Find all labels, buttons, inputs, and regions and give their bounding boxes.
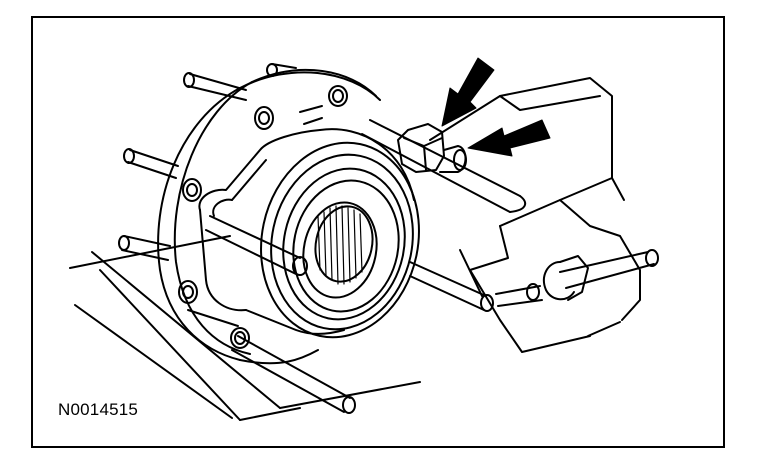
bearing-rings — [260, 141, 420, 339]
front-stud — [205, 215, 308, 276]
bearing-housing — [198, 128, 415, 335]
press-nut — [397, 123, 467, 173]
wheel-studs — [118, 63, 356, 414]
callout-arrows — [441, 57, 551, 157]
press-rod — [361, 119, 527, 213]
black-arrow-icon — [441, 57, 495, 127]
vise-body — [429, 77, 641, 353]
figure-id-label: N0014515 — [58, 400, 139, 419]
vise-handle — [495, 249, 659, 307]
guide-bar — [409, 261, 494, 312]
hub-flange — [157, 69, 381, 365]
black-arrow-icon — [467, 119, 551, 157]
splined-hub-bore — [302, 201, 378, 299]
